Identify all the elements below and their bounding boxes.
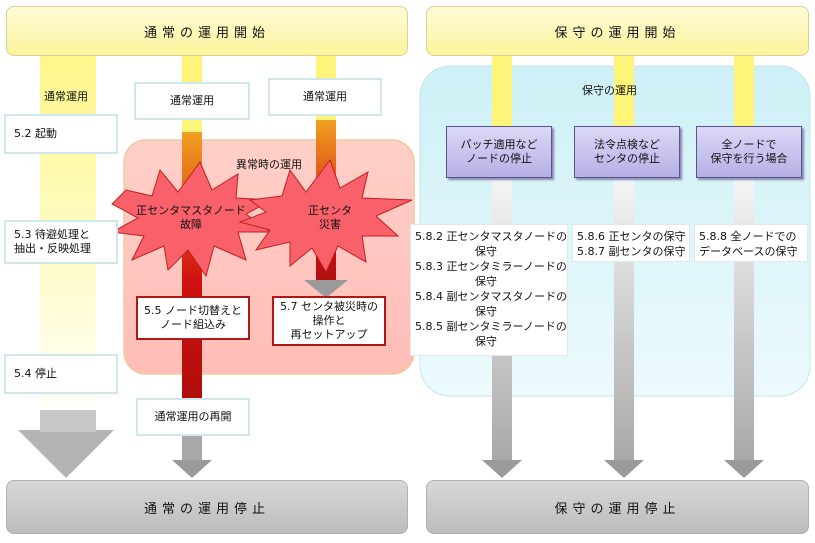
resume-box: 通常運用の再開 bbox=[136, 398, 250, 436]
normal-start-banner: 通常の運用開始 bbox=[6, 6, 408, 56]
left-arrow bbox=[18, 430, 114, 478]
node-switch-box: 5.5 ノード切替えと ノード組込み bbox=[136, 296, 250, 340]
list-item-cont: 保守 bbox=[475, 335, 497, 348]
maintenance-stop-banner: 保守の運用停止 bbox=[426, 480, 809, 534]
list-item: 5.8.8 全ノードでの bbox=[699, 230, 797, 243]
startup-box: 5.2 起動 bbox=[4, 114, 118, 154]
list-item-cont: 保守 bbox=[475, 245, 497, 258]
list-item: 5.8.7 副センタの保守 bbox=[577, 245, 686, 258]
list-item-cont: 保守 bbox=[475, 305, 497, 318]
normal-operation-box-2: 通常運用 bbox=[134, 82, 250, 120]
center-maintenance-list: 5.8.6 正センタの保守 5.8.7 副センタの保守 bbox=[572, 224, 690, 262]
list-item: 5.8.4 副センタマスタノードの bbox=[415, 290, 568, 303]
maintenance-operation-label: 保守の運用 bbox=[582, 84, 637, 97]
master-failure-burst bbox=[110, 160, 274, 278]
master-failure-text: 正センタマスタノード 故障 bbox=[136, 204, 246, 231]
normal-stop-banner: 通常の運用停止 bbox=[6, 480, 408, 534]
list-item: データベースの保守 bbox=[699, 245, 798, 258]
patch-node-stop-box: パッチ適用など ノードの停止 bbox=[446, 126, 552, 178]
disaster-burst bbox=[238, 158, 413, 274]
abnormal-operation-label: 異常時の運用 bbox=[236, 158, 302, 171]
normal-operation-label: 通常運用 bbox=[44, 90, 88, 103]
standby-box: 5.3 待避処理と 抽出・反映処理 bbox=[4, 220, 118, 264]
normal-operation-box-3: 通常運用 bbox=[268, 78, 382, 116]
all-node-maintenance-box: 全ノードで 保守を行う場合 bbox=[696, 126, 802, 178]
list-item: 5.8.2 正センタマスタノードの bbox=[415, 230, 568, 243]
maintenance-start-banner: 保守の運用開始 bbox=[426, 6, 809, 56]
stop-box: 5.4 停止 bbox=[4, 354, 118, 394]
list-item-cont: 保守 bbox=[475, 275, 497, 288]
list-item: 5.8.5 副センタミラーノードの bbox=[415, 320, 567, 333]
node-maintenance-list: 5.8.2 正センタマスタノードの 保守 5.8.3 正センタミラーノードの 保… bbox=[410, 224, 568, 356]
all-node-maintenance-list: 5.8.8 全ノードでの データベースの保守 bbox=[694, 224, 808, 262]
list-item: 5.8.3 正センタミラーノードの bbox=[415, 260, 567, 273]
legal-center-stop-box: 法令点検など センタの停止 bbox=[574, 126, 680, 178]
disaster-text: 正センタ 災害 bbox=[308, 204, 352, 231]
disaster-ops-box: 5.7 センタ被災時の 操作と 再セットアップ bbox=[272, 296, 386, 346]
list-item: 5.8.6 正センタの保守 bbox=[577, 230, 686, 243]
